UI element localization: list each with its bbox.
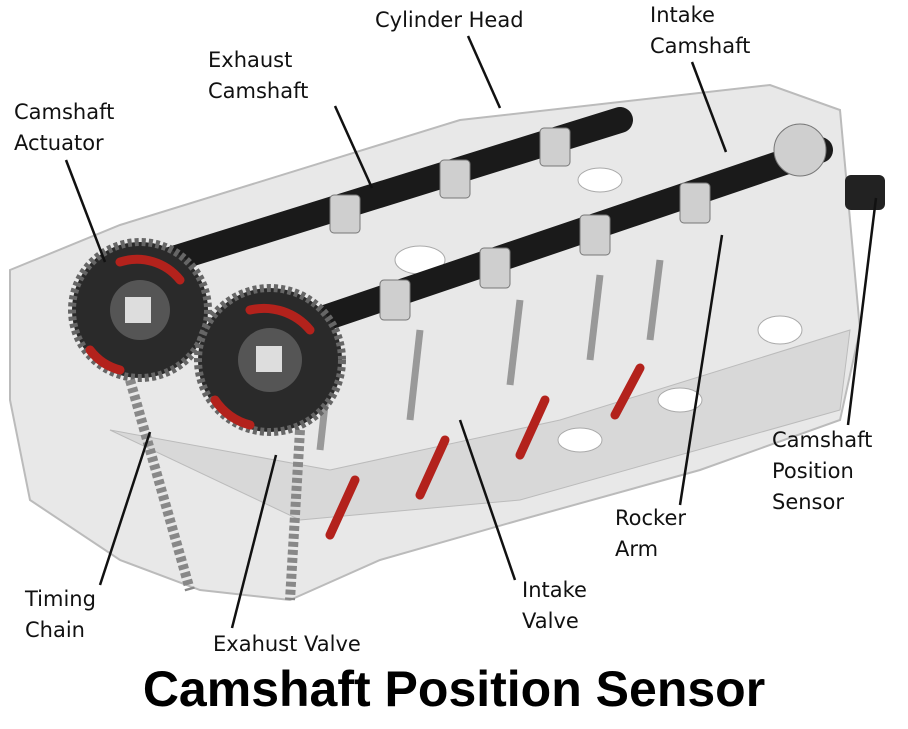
- label-rocker-arm: Rocker Arm: [615, 506, 687, 561]
- label-exhaust-camshaft: Exhaust Camshaft: [208, 48, 309, 103]
- label-exhaust-valve: Exahust Valve: [213, 632, 361, 656]
- label-cylinder-head: Cylinder Head: [375, 8, 524, 32]
- intake-camshaft: [247, 137, 833, 353]
- label-intake-valve: Intake Valve: [522, 578, 587, 633]
- page-title: Camshaft Position Sensor: [142, 661, 766, 717]
- camshaft-position-sensor-part: [845, 175, 885, 210]
- timing-chain-part: [125, 378, 305, 601]
- label-intake-camshaft: Intake Camshaft: [650, 3, 751, 58]
- leader-lines: [64, 35, 878, 629]
- label-camshaft-position-sensor: Camshaft Position Sensor: [772, 428, 873, 514]
- label-camshaft-actuator: Camshaft Actuator: [14, 100, 115, 155]
- label-timing-chain: Timing Chain: [25, 587, 96, 642]
